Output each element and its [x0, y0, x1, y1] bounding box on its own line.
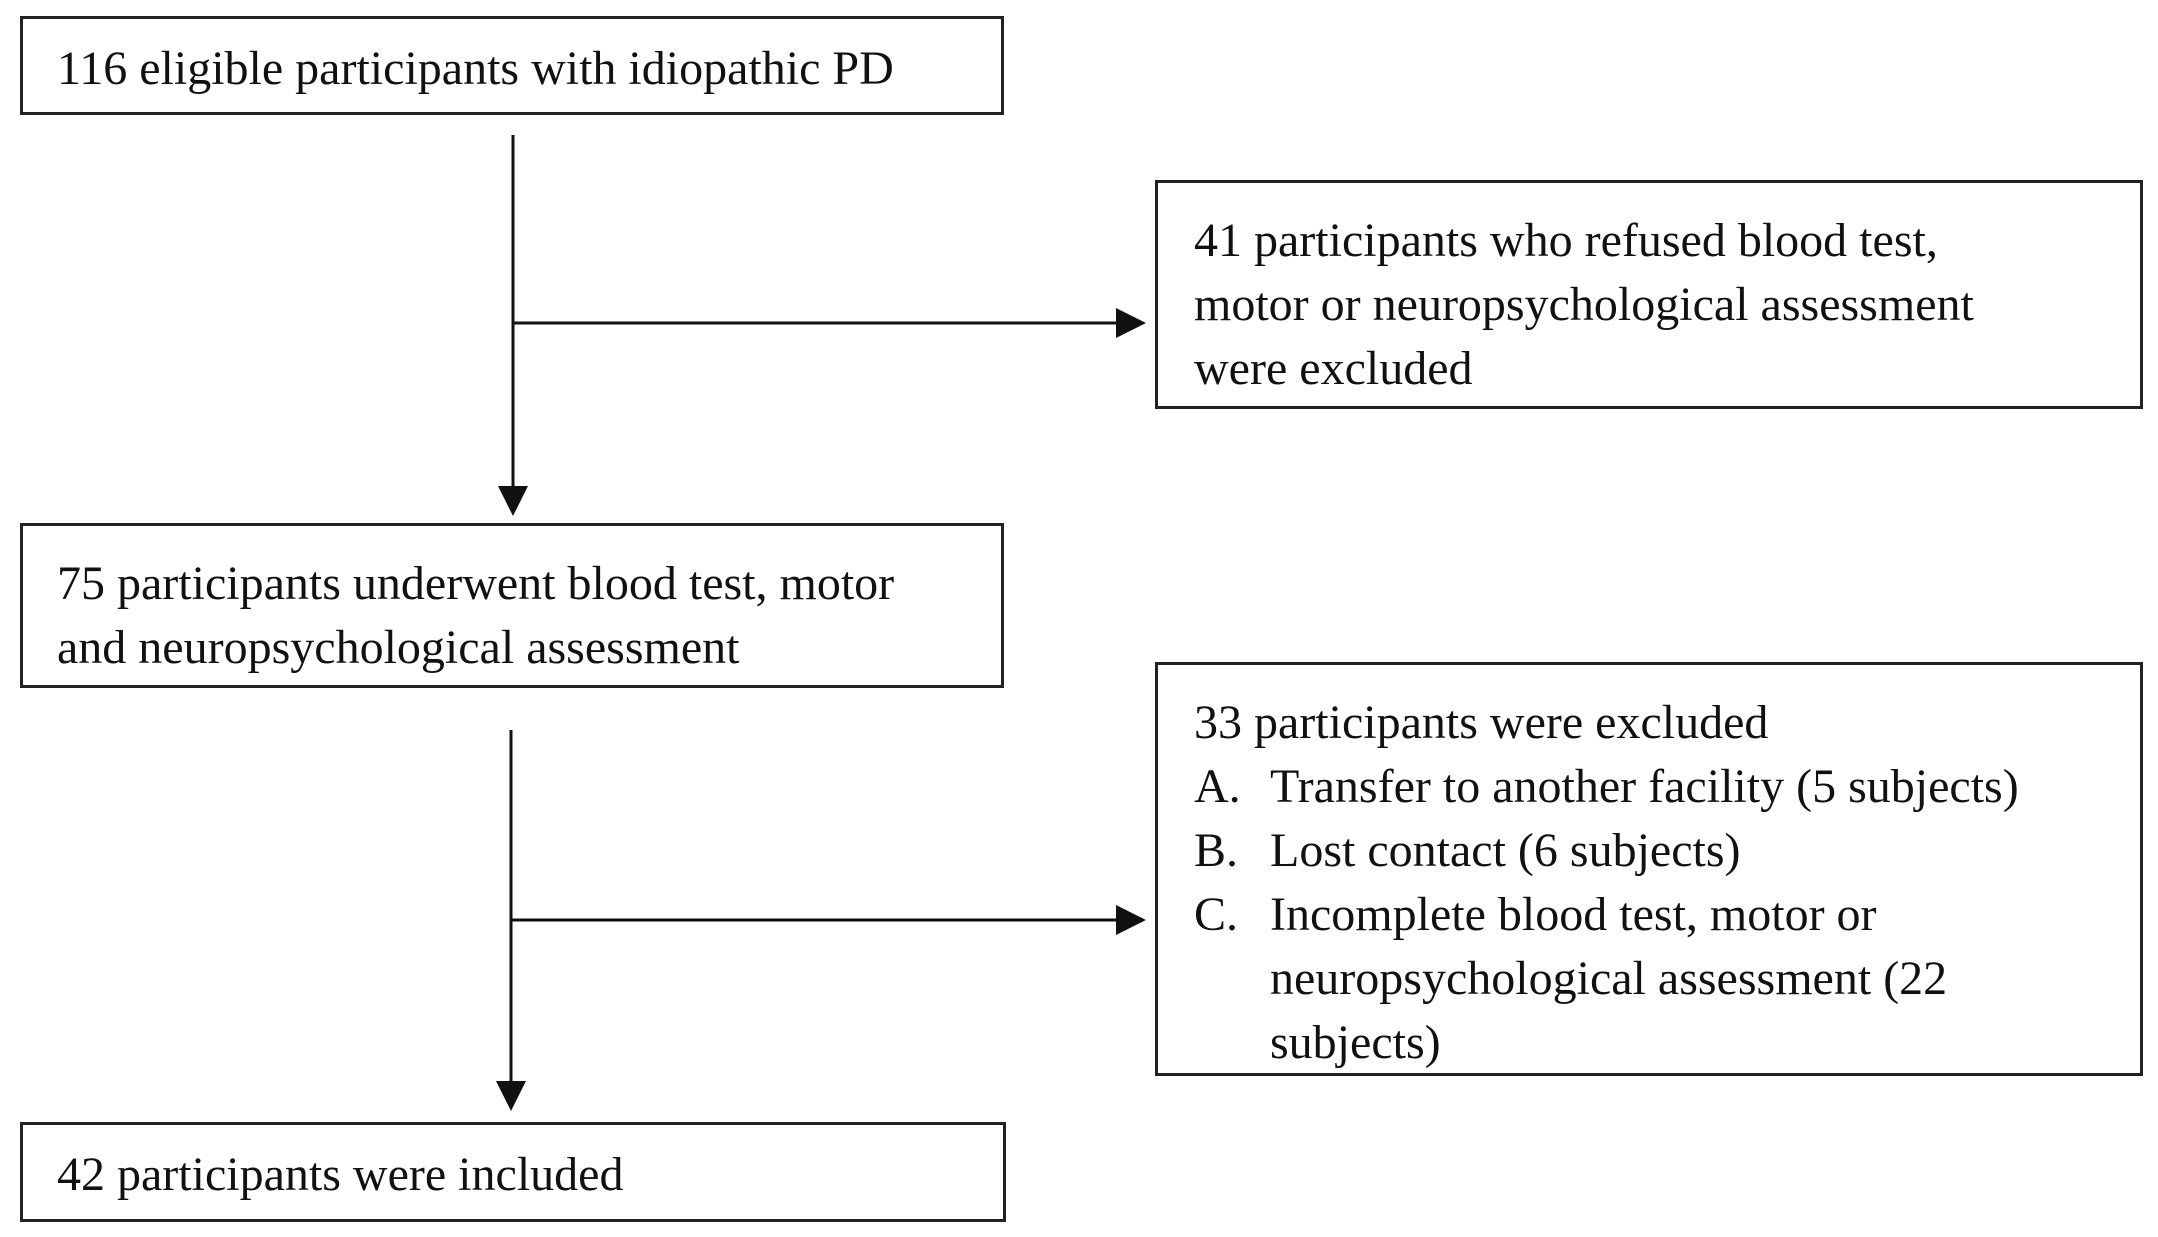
- refused-exclusion-box: 41 participants who refused blood test, …: [1155, 180, 2143, 409]
- reason-letter: B.: [1194, 824, 1239, 877]
- box-text-line: 75 participants underwent blood test, mo…: [57, 557, 895, 610]
- box-text-line: 42 participants were included: [57, 1148, 624, 1201]
- dropout-exclusion-box: 33 participants were excluded A. Transfe…: [1155, 662, 2143, 1076]
- exclusion-reason-b: B. Lost contact (6 subjects): [1194, 819, 2140, 883]
- reason-text: Incomplete blood test, motor or neuropsy…: [1270, 888, 1948, 1069]
- assessment-box: 75 participants underwent blood test, mo…: [20, 523, 1004, 688]
- box-text-line: motor or neuropsychological assessment: [1194, 278, 1974, 331]
- eligible-participants-box: 116 eligible participants with idiopathi…: [20, 16, 1004, 115]
- exclusion-reason-c: C. Incomplete blood test, motor or neuro…: [1194, 883, 2140, 1075]
- exclusion-heading: 33 participants were excluded: [1194, 696, 1769, 749]
- box-text-line: and neuropsychological assessment: [57, 621, 740, 674]
- box-text-line: 41 participants who refused blood test,: [1194, 214, 1938, 267]
- reason-text: Transfer to another facility (5 subjects…: [1270, 760, 2019, 813]
- reason-letter: C.: [1194, 888, 1239, 941]
- box-text-line: 116 eligible participants with idiopathi…: [57, 42, 894, 95]
- exclusion-reason-a: A. Transfer to another facility (5 subje…: [1194, 755, 2140, 819]
- reason-letter: A.: [1194, 760, 1241, 813]
- included-participants-box: 42 participants were included: [20, 1122, 1006, 1222]
- reason-text: Lost contact (6 subjects): [1270, 824, 1741, 877]
- box-text-line: were excluded: [1194, 342, 1473, 395]
